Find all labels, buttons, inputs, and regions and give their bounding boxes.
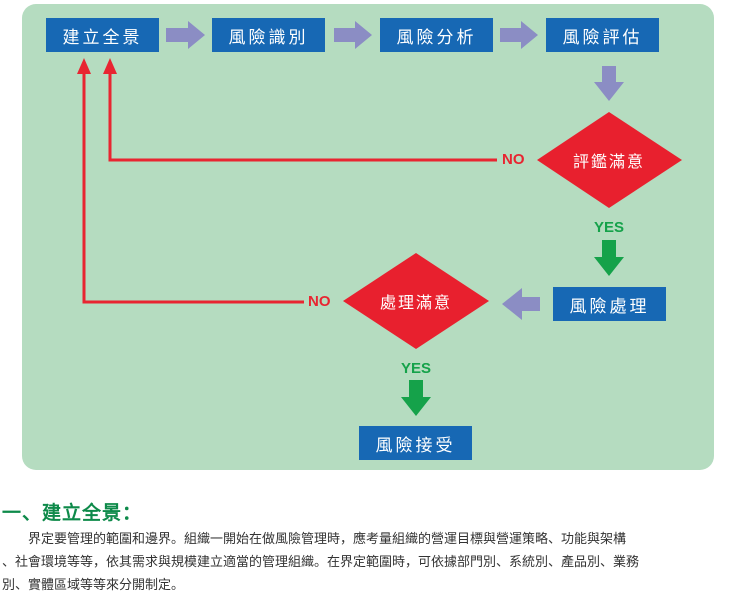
yes-arrow-evaluation <box>594 240 624 276</box>
no-arrowhead-evaluation <box>103 58 117 74</box>
arrow-context-to-identify <box>166 21 205 49</box>
arrow-treat-to-decision <box>502 288 540 320</box>
arrow-analyze-to-evaluate <box>500 21 538 49</box>
box-establish-context: 建立全景 <box>46 18 159 52</box>
box-risk-treatment: 風險處理 <box>553 287 666 321</box>
no-flag-evaluation: NO <box>502 151 525 168</box>
decision-diamond-treatment <box>343 253 489 349</box>
box-risk-acceptance: 風險接受 <box>359 426 472 460</box>
decision-diamond-evaluation <box>537 112 682 208</box>
no-flag-treatment: NO <box>308 293 331 310</box>
yes-flag-treatment: YES <box>401 360 432 377</box>
yes-arrow-treatment <box>401 380 431 416</box>
section-body: 界定要管理的範圍和邊界。組織一開始在做風險管理時，應考量組織的營運目標與營運策略… <box>2 528 742 597</box>
no-line-evaluation <box>108 72 497 162</box>
arrow-evaluate-to-decision <box>594 66 624 101</box>
no-line-treatment <box>82 72 304 304</box>
section-heading: 一、建立全景： <box>2 502 143 524</box>
arrow-identify-to-analyze <box>334 21 372 49</box>
box-risk-analysis-label: 風險分析 <box>396 27 477 48</box>
diagram-panel <box>22 4 714 470</box>
box-risk-evaluation-label: 風險評估 <box>562 27 643 48</box>
box-risk-identification-label: 風險識別 <box>228 27 309 48</box>
box-risk-acceptance-label: 風險接受 <box>375 435 456 456</box>
decision-treatment-label: 處理滿意 <box>379 293 452 312</box>
box-establish-context-label: 建立全景 <box>62 27 143 48</box>
body-line-1: 界定要管理的範圍和邊界。組織一開始在做風險管理時，應考量組織的營運目標與營運策略… <box>2 532 627 547</box>
no-arrowhead-treatment <box>77 58 91 74</box>
yes-flag-evaluation: YES <box>594 219 625 236</box>
box-risk-evaluation: 風險評估 <box>546 18 659 52</box>
body-line-2: 、社會環境等等，依其需求與規模建立適當的管理組織。在界定範圍時，可依據部門別、系… <box>2 555 640 570</box>
decision-evaluation-label: 評鑑滿意 <box>572 152 645 171</box>
box-risk-treatment-label: 風險處理 <box>569 296 650 317</box>
body-line-3: 別、實體區域等等來分開制定。 <box>2 578 185 593</box>
box-risk-analysis: 風險分析 <box>380 18 493 52</box>
box-risk-identification: 風險識別 <box>212 18 325 52</box>
